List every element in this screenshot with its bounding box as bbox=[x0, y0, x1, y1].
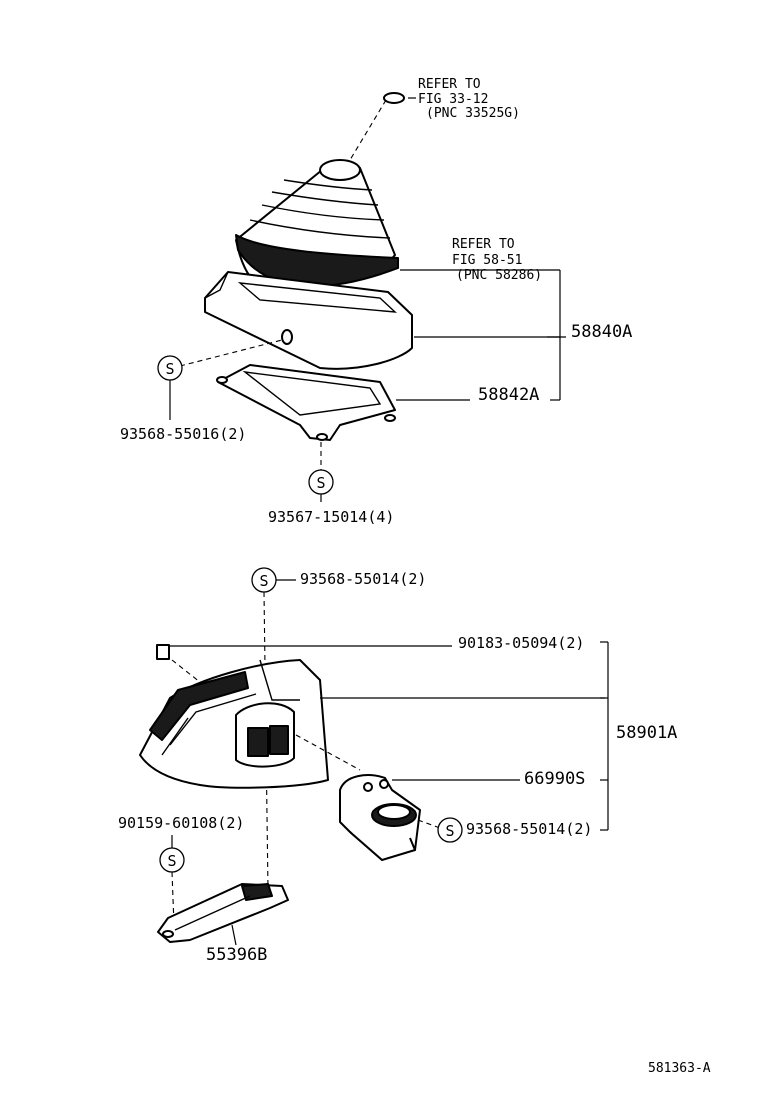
cup-holder-66990S bbox=[339, 774, 421, 861]
label-58840A: 58840A bbox=[571, 322, 632, 342]
svg-text:S: S bbox=[167, 852, 176, 870]
svg-text:S: S bbox=[259, 572, 268, 590]
label-93568-55016: 93568-55016(2) bbox=[120, 425, 246, 443]
label-93567-15014: 93567-15014(4) bbox=[268, 508, 394, 526]
screw-symbol-93567-15014: S bbox=[308, 469, 334, 495]
screw-symbol-93568-55016: S bbox=[157, 355, 183, 381]
label-refer-1-line1: REFER TO bbox=[418, 77, 481, 92]
shift-boot-base-58842A bbox=[216, 364, 396, 441]
clip-90183-05094 bbox=[156, 644, 170, 660]
svg-text:S: S bbox=[316, 474, 325, 492]
screw-symbol-93568-55014-top: S bbox=[251, 567, 277, 593]
label-refer-2-line2: FIG 58-51 bbox=[452, 253, 522, 268]
label-58901A: 58901A bbox=[616, 723, 677, 743]
leader-plug bbox=[349, 99, 387, 161]
label-refer-1-line2: FIG 33-12 bbox=[418, 92, 488, 107]
label-refer-1-line3: (PNC 33525G) bbox=[426, 106, 520, 121]
label-93568-55014-top: 93568-55014(2) bbox=[300, 570, 426, 588]
label-refer-2-line1: REFER TO bbox=[452, 237, 515, 252]
label-66990S: 66990S bbox=[524, 769, 585, 789]
svg-text:S: S bbox=[445, 822, 454, 840]
label-58842A: 58842A bbox=[478, 385, 539, 405]
label-55396B: 55396B bbox=[206, 945, 267, 965]
leader-93568-55016 bbox=[179, 339, 283, 367]
label-90159-60108: 90159-60108(2) bbox=[118, 814, 244, 832]
svg-text:S: S bbox=[165, 360, 174, 378]
console-bracket-55396B bbox=[157, 883, 289, 943]
leader-93568-55014-top bbox=[263, 591, 269, 891]
screw-symbol-93568-55014-bottom: S bbox=[437, 817, 463, 843]
shift-lever-boot bbox=[235, 159, 399, 289]
label-93568-55014-bottom: 93568-55014(2) bbox=[466, 820, 592, 838]
console-box-58901A bbox=[139, 659, 329, 789]
screw-symbol-90159-60108: S bbox=[159, 847, 185, 873]
label-90183-05094: 90183-05094(2) bbox=[458, 634, 584, 652]
figure-id: 581363-A bbox=[648, 1061, 711, 1076]
label-refer-2-line3: (PNC 58286) bbox=[456, 268, 542, 283]
shift-boot-retainer-58840A bbox=[204, 271, 413, 370]
shift-knob-plug bbox=[383, 92, 405, 104]
